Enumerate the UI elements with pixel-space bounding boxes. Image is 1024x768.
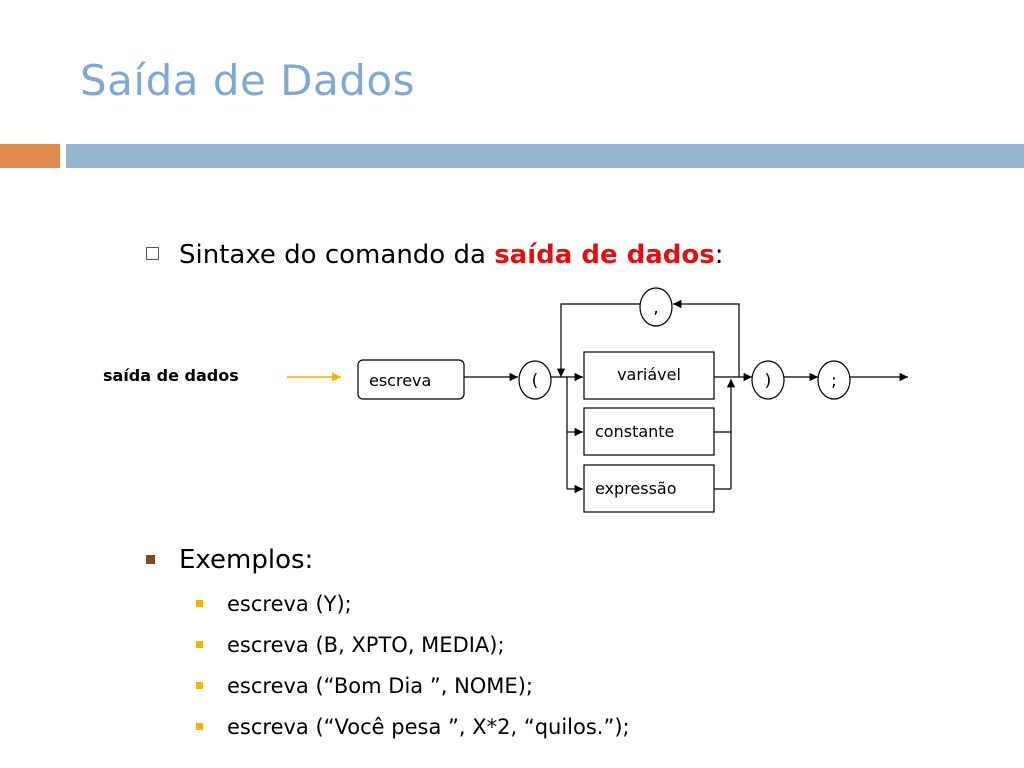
small-square-bullet-icon bbox=[196, 641, 203, 648]
open-paren-label: ( bbox=[532, 371, 539, 391]
comma-to-options-arrow bbox=[556, 303, 640, 377]
example-text: escreva (“Você pesa ”, X*2, “quilos.”); bbox=[227, 715, 630, 739]
syntax-text: Sintaxe do comando da bbox=[179, 240, 495, 270]
hollow-square-bullet-icon bbox=[146, 247, 159, 260]
small-square-bullet-icon bbox=[196, 682, 203, 689]
close-paren-node bbox=[751, 360, 785, 400]
option-box-variavel bbox=[583, 351, 715, 400]
examples-heading: Exemplos: bbox=[146, 545, 313, 575]
example-text: escreva (“Bom Dia ”, NOME); bbox=[227, 674, 533, 698]
list-item: escreva (“Bom Dia ”, NOME); bbox=[196, 674, 630, 715]
diagram-start-label: saída de dados bbox=[103, 366, 239, 385]
small-square-bullet-icon bbox=[196, 600, 203, 607]
list-item: escreva (B, XPTO, MEDIA); bbox=[196, 633, 630, 674]
examples-heading-text: Exemplos: bbox=[179, 545, 314, 575]
loop-back-to-comma-arrow bbox=[673, 299, 740, 377]
comma-node bbox=[639, 287, 673, 327]
option-label-variavel: variável bbox=[617, 365, 681, 384]
semicolon-label: ; bbox=[831, 371, 837, 391]
list-item: escreva (Y); bbox=[196, 592, 630, 633]
comma-label: , bbox=[653, 298, 658, 318]
header-accent-bar-orange bbox=[0, 144, 60, 168]
small-square-bullet-icon bbox=[196, 723, 203, 730]
syntax-colon: : bbox=[714, 240, 724, 270]
keyword-box bbox=[357, 359, 465, 400]
close-paren-label: ) bbox=[765, 371, 772, 391]
semicolon-node bbox=[817, 360, 851, 400]
examples-list: escreva (Y); escreva (B, XPTO, MEDIA); e… bbox=[196, 592, 630, 756]
list-item: escreva (“Você pesa ”, X*2, “quilos.”); bbox=[196, 715, 630, 756]
example-text: escreva (Y); bbox=[227, 592, 352, 616]
slide-title: Saída de Dados bbox=[80, 56, 415, 105]
option-label-constante: constante bbox=[595, 422, 674, 441]
keyword-label: escreva bbox=[369, 371, 431, 390]
square-bullet-icon bbox=[146, 555, 155, 564]
option-label-expressao: expressão bbox=[595, 479, 677, 498]
open-paren-node bbox=[518, 360, 552, 400]
option-box-constante bbox=[583, 407, 715, 456]
syntax-highlight: saída de dados bbox=[494, 240, 715, 270]
option-box-expressao bbox=[583, 464, 715, 513]
syntax-bullet: Sintaxe do comando da saída de dados: bbox=[146, 240, 724, 270]
example-text: escreva (B, XPTO, MEDIA); bbox=[227, 633, 505, 657]
header-accent-bar-blue bbox=[66, 144, 1024, 168]
